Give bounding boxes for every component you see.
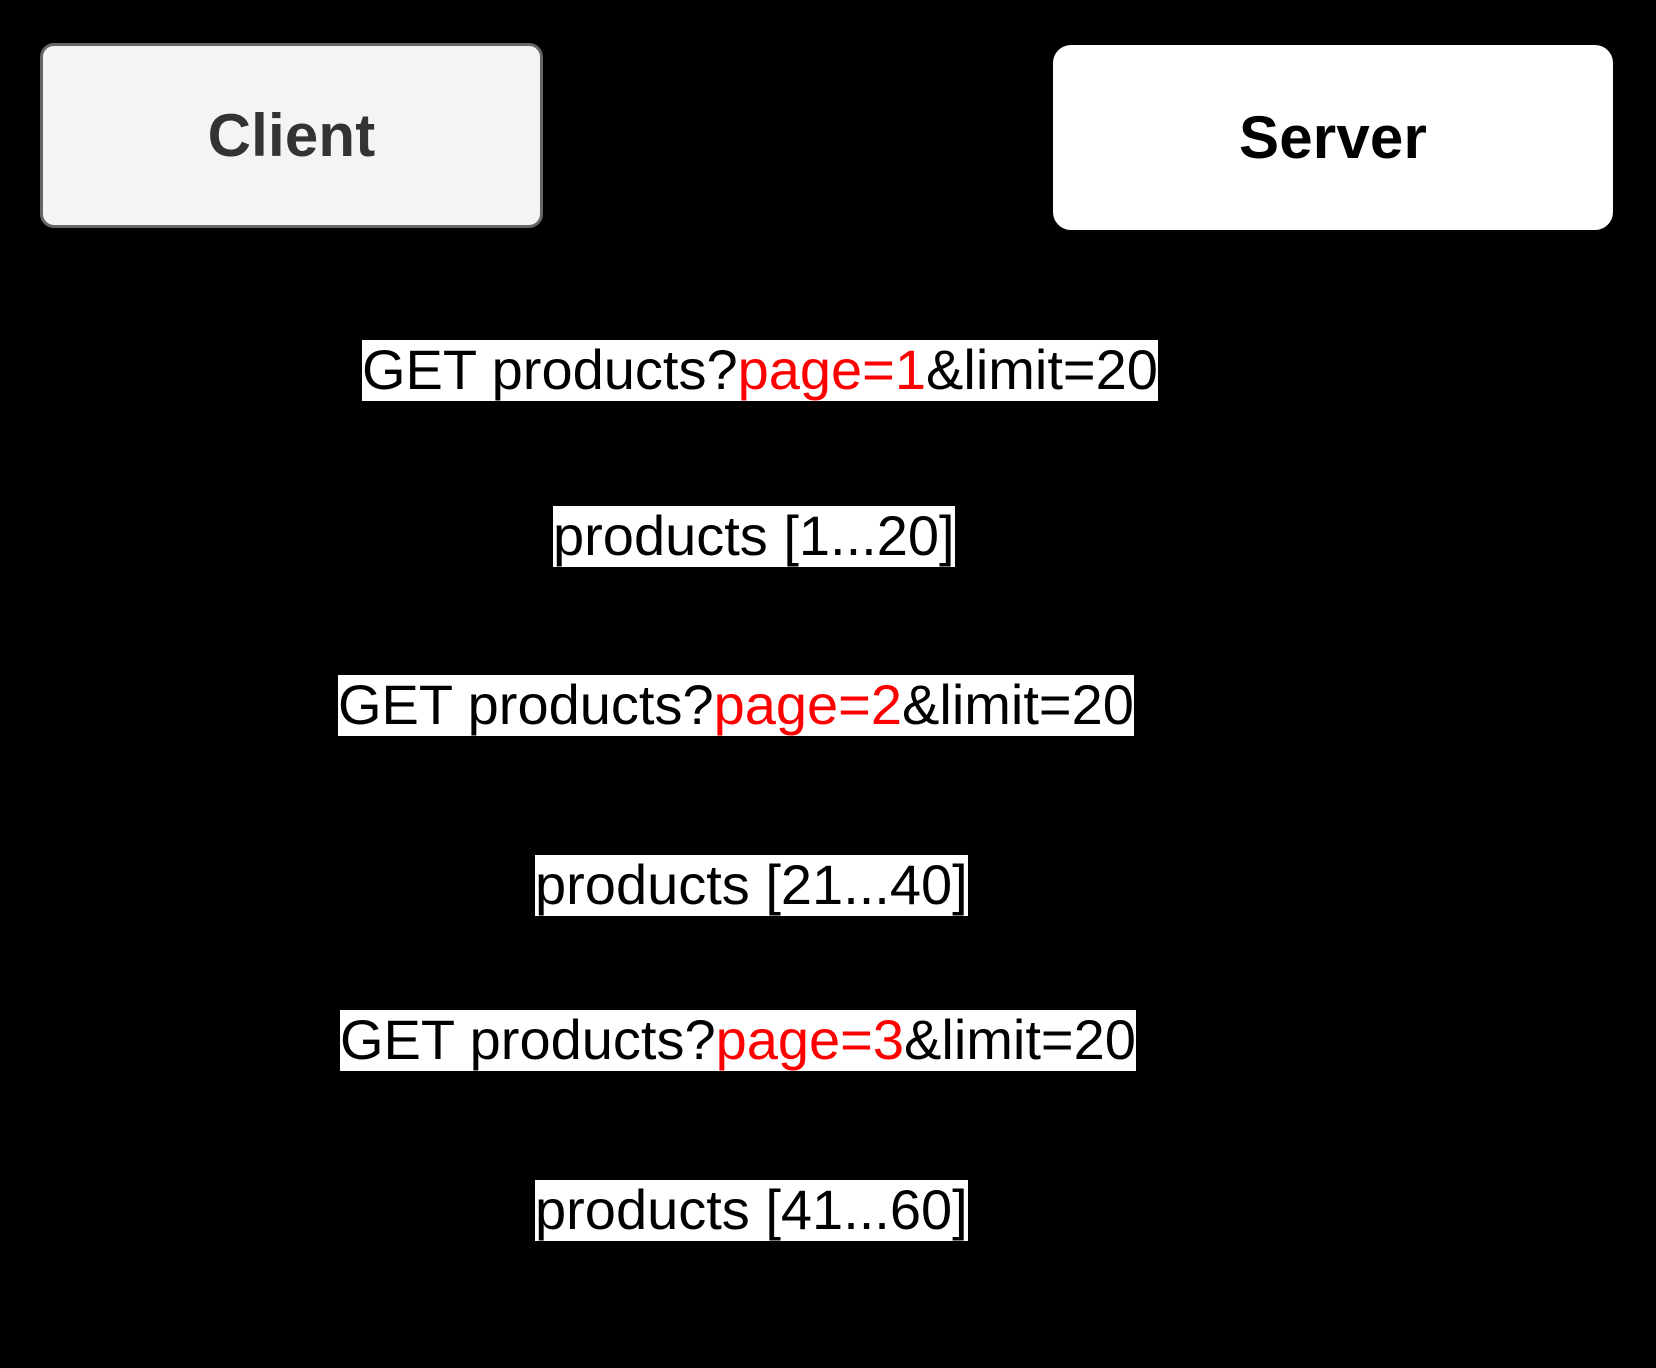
message-1-suffix: &limit=20 (926, 338, 1158, 401)
participant-server[interactable]: Server (1053, 45, 1613, 230)
participant-server-label: Server (1238, 103, 1428, 171)
message-5-highlight: page=3 (715, 1008, 905, 1071)
message-3-highlight: page=2 (713, 673, 903, 736)
lifeline-client (290, 228, 293, 1368)
message-label-3: GET products?page=2&limit=20 (338, 673, 1134, 737)
message-3-suffix: &limit=20 (902, 673, 1134, 736)
message-1-highlight: page=1 (737, 338, 927, 401)
message-label-2: products [1...20] (553, 504, 955, 568)
lifeline-server (1331, 228, 1334, 1368)
participant-client[interactable]: Client (40, 43, 543, 228)
participant-client-label: Client (207, 101, 376, 169)
message-label-6: products [41...60] (535, 1178, 968, 1242)
message-1-prefix: GET products? (362, 338, 738, 401)
message-label-4: products [21...40] (535, 853, 968, 917)
message-label-1: GET products?page=1&limit=20 (362, 338, 1158, 402)
message-label-5: GET products?page=3&limit=20 (340, 1008, 1136, 1072)
message-6-prefix: products [41...60] (535, 1178, 968, 1241)
message-5-suffix: &limit=20 (904, 1008, 1136, 1071)
message-2-prefix: products [1...20] (553, 504, 955, 567)
message-4-prefix: products [21...40] (535, 853, 968, 916)
message-5-prefix: GET products? (340, 1008, 716, 1071)
message-3-prefix: GET products? (338, 673, 714, 736)
